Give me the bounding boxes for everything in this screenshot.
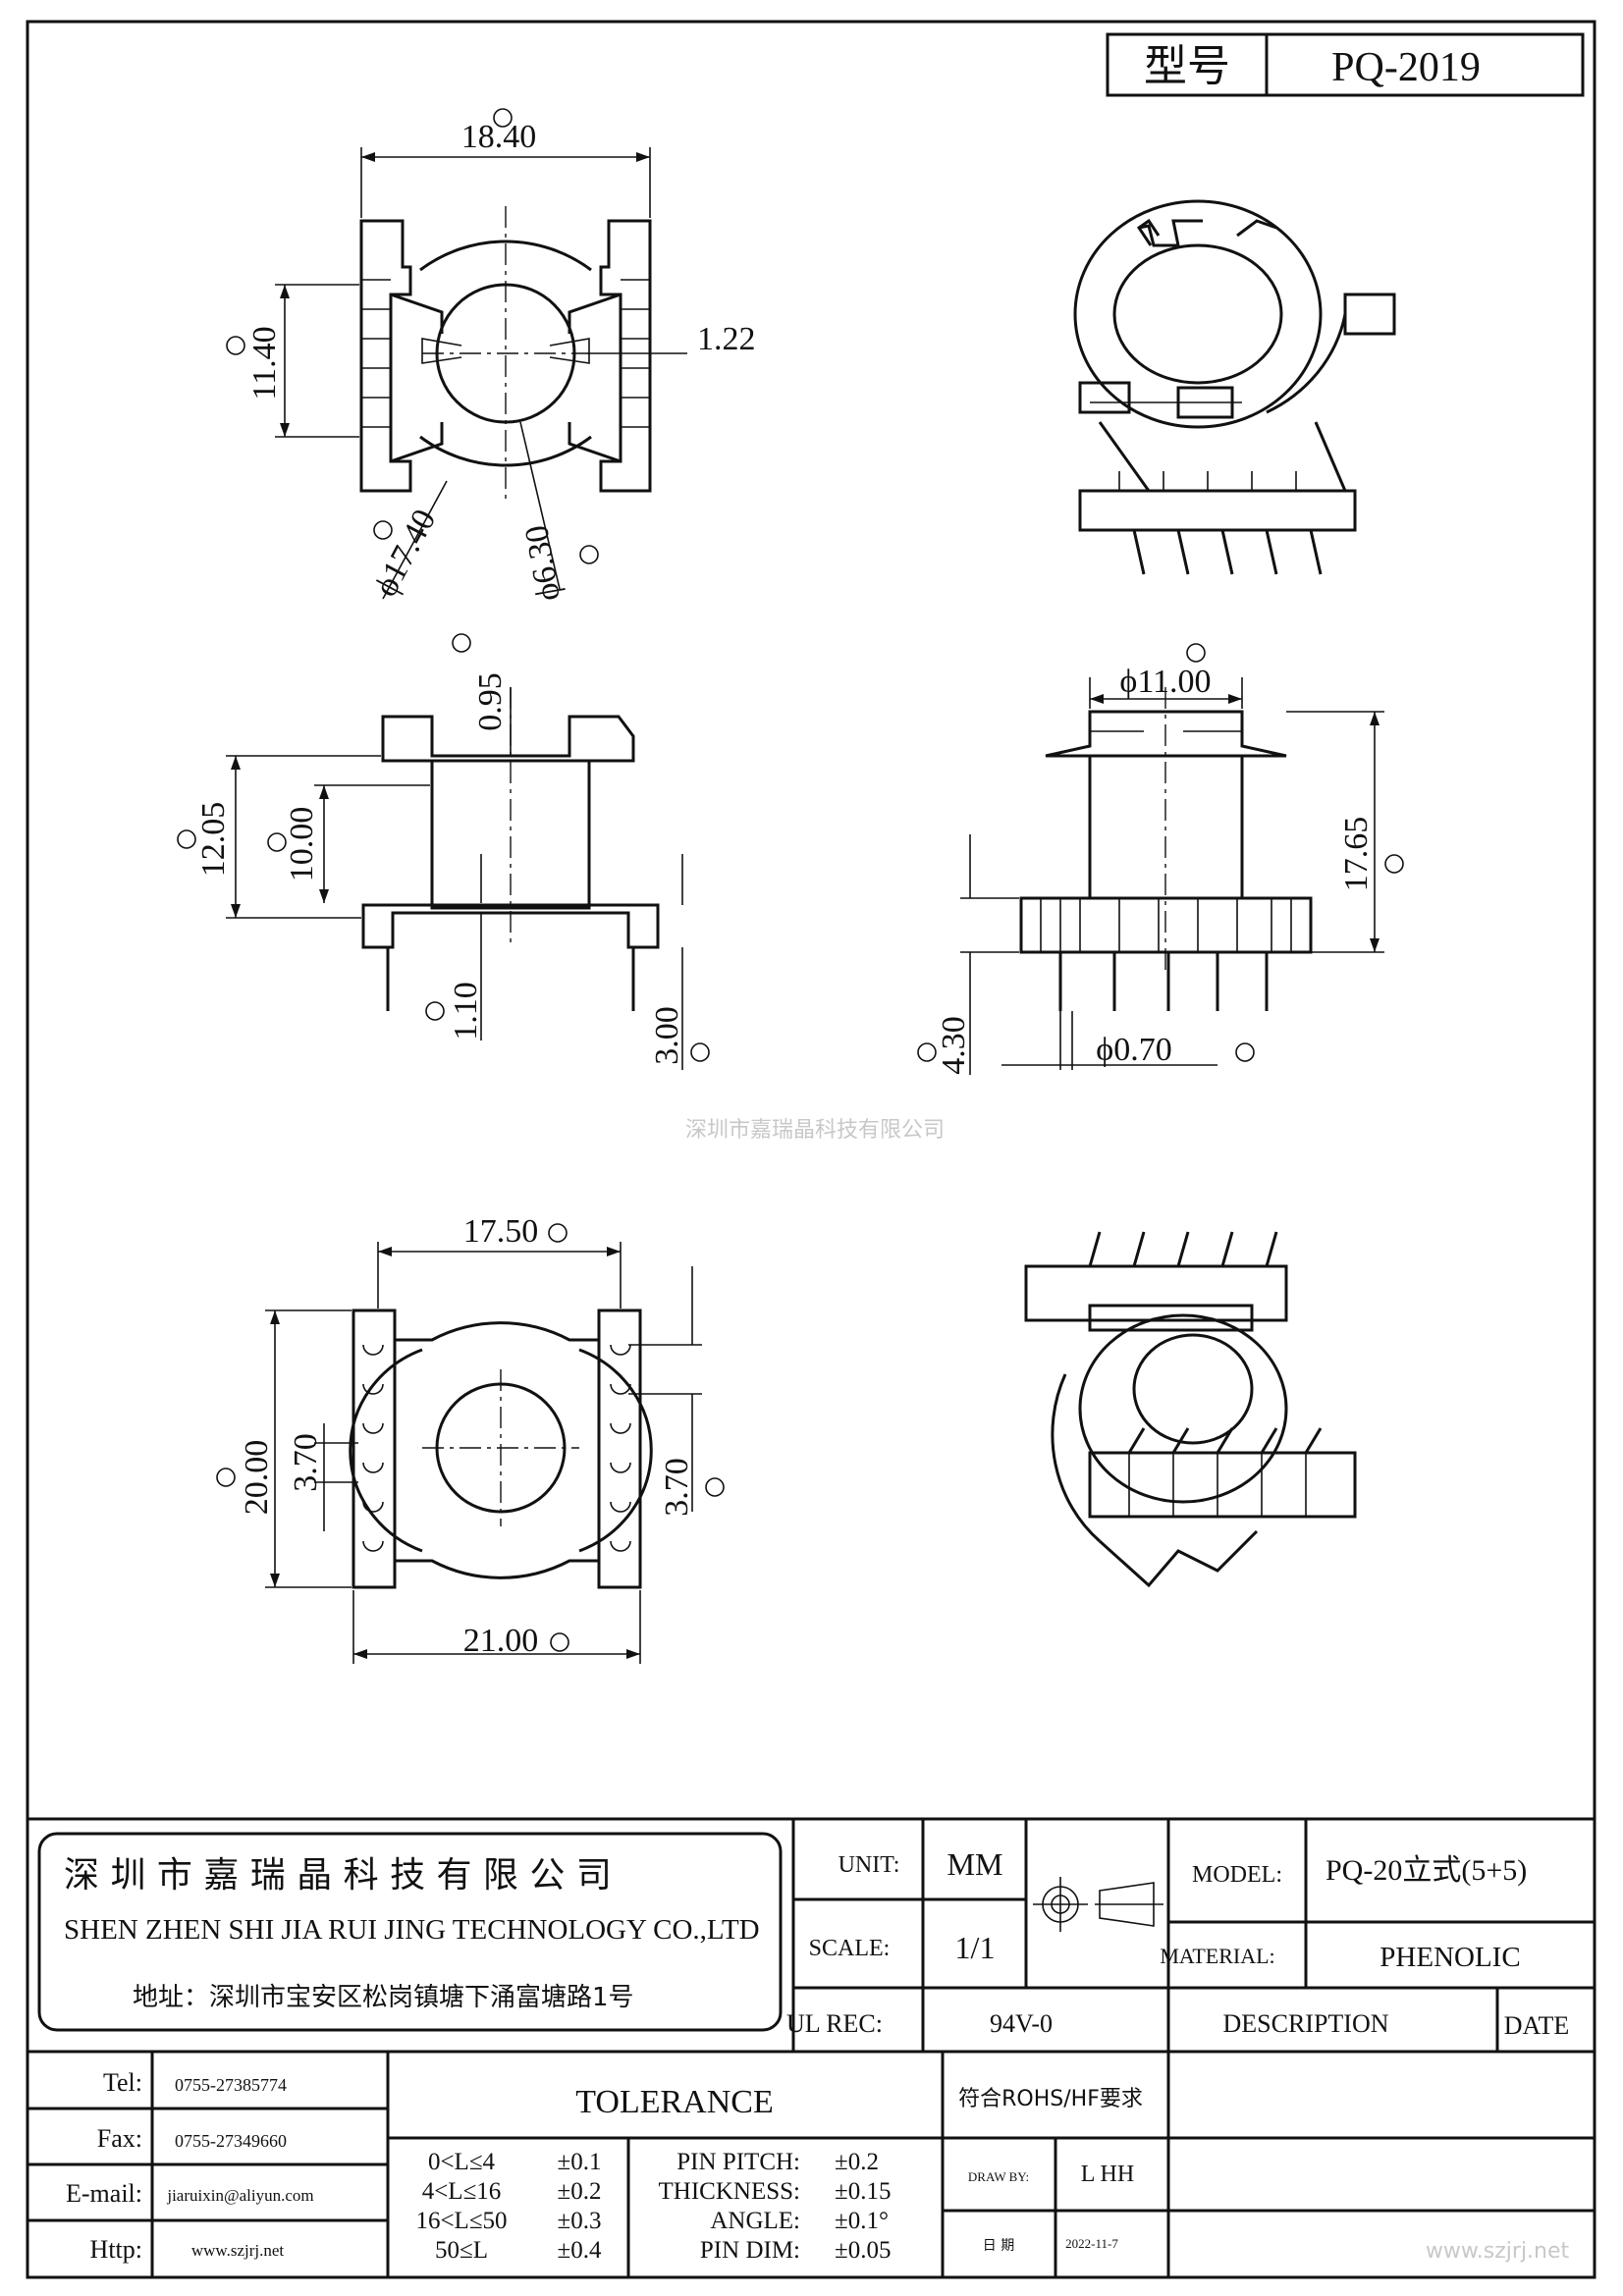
company-box xyxy=(37,1832,783,2032)
dim-side-top-th: 0.95 xyxy=(472,672,509,731)
corner-url: www.szjrj.net xyxy=(1426,2239,1570,2264)
company-name-cn: 深 圳 市 嘉 瑞 晶 科 技 有 限 公 司 xyxy=(64,1855,612,1896)
bottom-view: 17.50 20.00 3.70 3.70 21.00 xyxy=(216,1213,725,1664)
spec-tol-4: ±0.05 xyxy=(835,2237,891,2264)
scale-value: 1/1 xyxy=(955,1930,996,1965)
tol-range-4: 50≤L xyxy=(435,2237,488,2264)
company-name-en: SHEN ZHEN SHI JIA RUI JING TECHNOLOGY CO… xyxy=(64,1914,760,1946)
watermark: 深圳市嘉瑞晶科技有限公司 xyxy=(685,1118,945,1143)
compliance-note: 符合ROHS/HF要求 xyxy=(958,2087,1143,2111)
spec-tol-3: ±0.1° xyxy=(835,2208,889,2234)
tol-range-1: 0<L≤4 xyxy=(428,2149,496,2175)
description-label: DESCRIPTION xyxy=(1222,2009,1388,2038)
ul-label: UL REC: xyxy=(786,2009,883,2038)
contact-email-value: jiaruixin@aliyun.com xyxy=(166,2186,313,2205)
draw-by-value: L HH xyxy=(1081,2162,1134,2187)
model-box-label: 型号 xyxy=(1144,41,1230,91)
ul-value: 94V-0 xyxy=(990,2009,1053,2038)
contact-http-label: Http: xyxy=(90,2235,142,2264)
unit-value: MM xyxy=(947,1846,1003,1882)
tol-value-2: ±0.2 xyxy=(558,2178,602,2205)
tol-value-1: ±0.1 xyxy=(558,2149,602,2175)
spec-name-2: THICKNESS: xyxy=(659,2178,800,2205)
dim-top-width: 18.40 xyxy=(461,119,537,155)
dim-side-pin-len: 3.00 xyxy=(649,1006,685,1065)
tolerance-title: TOLERANCE xyxy=(575,2084,773,2120)
dim-side-height-total: 12.05 xyxy=(195,802,232,878)
contact-fax-value: 0755-27349660 xyxy=(175,2131,287,2151)
dim-front-pin-dia: ϕ0.70 xyxy=(1096,1032,1171,1068)
spec-tol-1: ±0.2 xyxy=(835,2149,879,2175)
date-cn-label: 日 期 xyxy=(983,2238,1014,2254)
dim-bottom-width-top: 17.50 xyxy=(463,1213,539,1250)
dim-top-height: 11.40 xyxy=(246,326,283,400)
dim-front-flange: ϕ11.00 xyxy=(1119,664,1211,700)
dim-top-slot: 1.22 xyxy=(697,321,756,357)
dim-bottom-pitch-left: 3.70 xyxy=(288,1433,324,1492)
tol-range-3: 16<L≤50 xyxy=(415,2208,507,2234)
tol-value-3: ±0.3 xyxy=(558,2208,602,2234)
spec-tol-2: ±0.15 xyxy=(835,2178,891,2205)
contact-fax-label: Fax: xyxy=(97,2124,142,2153)
contact-tel-value: 0755-27385774 xyxy=(175,2075,287,2095)
date-value: 2022-11-7 xyxy=(1065,2236,1118,2251)
dim-front-total-h: 17.65 xyxy=(1338,817,1375,892)
dim-bottom-width-bottom: 21.00 xyxy=(463,1623,539,1659)
spec-name-4: PIN DIM: xyxy=(700,2237,800,2264)
contact-http-value: www.szjrj.net xyxy=(191,2241,285,2260)
side-view: 12.05 10.00 0.95 1.10 3.00 xyxy=(177,633,710,1070)
title-block: 深 圳 市 嘉 瑞 晶 科 技 有 限 公 司 SHEN ZHEN SHI JI… xyxy=(27,1817,1595,2277)
dim-bottom-height: 20.00 xyxy=(239,1440,275,1516)
company-address: 地址：深圳市宝安区松岗镇塘下涌富塘路1号 xyxy=(133,1983,634,2012)
scale-label: SCALE: xyxy=(809,1936,891,1961)
sheet-border xyxy=(26,20,1596,2279)
dim-top-outer: ϕ17.40 xyxy=(367,504,443,603)
date-label: DATE xyxy=(1504,2011,1569,2040)
contact-email-label: E-mail: xyxy=(66,2179,142,2208)
material-value: PHENOLIC xyxy=(1380,1942,1520,1973)
iso-view-bottom xyxy=(1024,1231,1357,1588)
dim-top-inner: ϕ6.30 xyxy=(518,522,568,604)
contact-tel-label: Tel: xyxy=(103,2068,142,2097)
dim-side-base-th: 1.10 xyxy=(448,982,484,1041)
draw-by-label: DRAW BY: xyxy=(968,2169,1029,2184)
spec-name-1: PIN PITCH: xyxy=(676,2149,800,2175)
model-value: PQ-20立式(5+5) xyxy=(1325,1854,1527,1887)
model-box: 型号 PQ-2019 xyxy=(1106,32,1585,97)
material-label: MATERIAL: xyxy=(1160,1944,1274,1968)
front-view: ϕ11.00 17.65 4.30 ϕ0.70 xyxy=(917,401,1404,1075)
tol-range-2: 4<L≤16 xyxy=(422,2178,502,2205)
projection-symbol xyxy=(1033,1877,1163,1932)
unit-label: UNIT: xyxy=(839,1852,900,1878)
model-label: MODEL: xyxy=(1192,1862,1282,1888)
tol-value-4: ±0.4 xyxy=(558,2237,602,2264)
dim-front-pin-h: 4.30 xyxy=(936,1016,972,1075)
spec-name-3: ANGLE: xyxy=(710,2208,800,2234)
iso-view-top xyxy=(1073,199,1396,575)
dim-side-height-core: 10.00 xyxy=(284,807,320,882)
dim-bottom-pitch-right: 3.70 xyxy=(659,1458,695,1517)
model-box-value: PQ-2019 xyxy=(1331,45,1481,90)
top-view: 18.40 11.40 1.22 ϕ17.40 ϕ6.30 xyxy=(226,108,756,604)
